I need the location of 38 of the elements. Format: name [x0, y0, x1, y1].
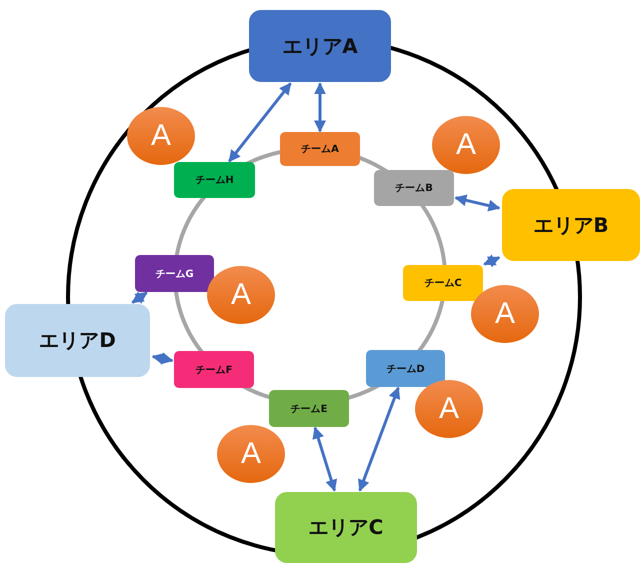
box-label: チームD: [386, 362, 425, 376]
double-arrow: [454, 194, 500, 212]
area-box: [5, 304, 150, 377]
double-arrow: [131, 291, 148, 304]
box-label: エリアB: [533, 212, 609, 238]
box-label: チームH: [195, 174, 234, 187]
team-box: [374, 170, 454, 206]
team-box: [174, 162, 255, 198]
badge-label: A: [438, 392, 459, 426]
box-label: チームC: [424, 277, 462, 290]
team-box: [403, 265, 483, 301]
team-box: [174, 351, 254, 388]
badge-label: A: [240, 437, 261, 471]
box-label: エリアC: [308, 514, 384, 541]
double-arrow: [314, 82, 326, 133]
team-box: [269, 390, 349, 427]
double-arrow: [483, 254, 500, 268]
badge-label: A: [494, 297, 515, 331]
box-label: チームF: [196, 364, 232, 376]
box-label: チームB: [395, 182, 433, 195]
team-box: [366, 350, 445, 387]
double-arrow: [312, 426, 338, 492]
box-label: チームA: [301, 143, 339, 156]
area-box: [275, 492, 417, 563]
badge-label: A: [230, 278, 251, 312]
box-label: チームG: [155, 268, 194, 280]
double-arrow: [228, 82, 292, 162]
area-box: [249, 10, 391, 82]
box-label: エリアD: [39, 327, 116, 354]
team-box: [280, 132, 360, 166]
badge-label: A: [456, 128, 476, 162]
team-box: [135, 255, 214, 292]
double-arrow: [358, 386, 400, 492]
badge-label: A: [150, 119, 171, 153]
box-label: チームE: [290, 402, 328, 416]
area-box: [502, 189, 640, 261]
box-label: エリアA: [282, 32, 358, 60]
double-arrow: [152, 352, 174, 365]
